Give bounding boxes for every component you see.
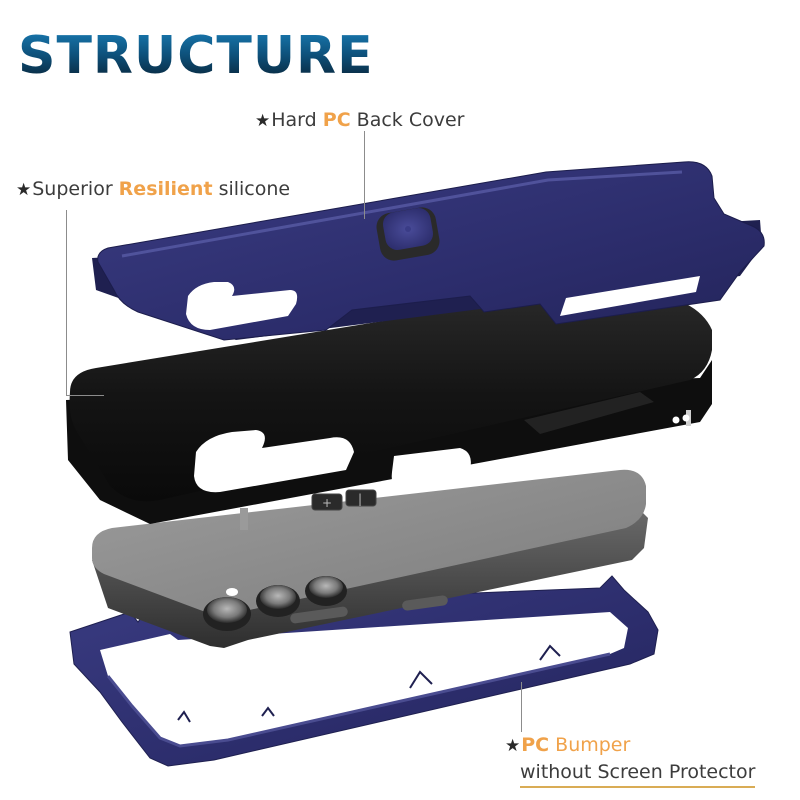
highlight-text: PC <box>322 109 351 131</box>
callout-bumper-subline: without Screen Protector <box>520 760 756 788</box>
hard-pc-back-cover <box>92 161 765 341</box>
phone-body <box>92 469 648 648</box>
leader-line-silicone <box>66 210 67 396</box>
silicone-inner-case: + | <box>66 289 713 530</box>
highlight-text: Resilient <box>118 178 213 200</box>
star-icon: ★ <box>255 111 271 131</box>
leader-line-back-cover <box>364 131 365 219</box>
svg-text:+: + <box>322 496 332 510</box>
callout-silicone: ★Superior Resilient silicone <box>16 178 291 200</box>
camera-lenses <box>203 576 347 631</box>
svg-text:|: | <box>358 492 362 506</box>
star-icon: ★ <box>505 736 521 756</box>
page-title: STRUCTURE <box>18 26 374 86</box>
callout-back-cover: ★Hard PC Back Cover <box>255 109 465 131</box>
grip-texture <box>524 392 654 434</box>
star-icon: ★ <box>16 180 32 200</box>
ring-holder <box>376 207 440 261</box>
callout-bumper: ★PC Bumper <box>505 734 631 756</box>
highlight-text: PC <box>521 734 550 756</box>
leader-line-silicone-h <box>66 395 104 396</box>
leader-line-bumper <box>521 682 522 732</box>
